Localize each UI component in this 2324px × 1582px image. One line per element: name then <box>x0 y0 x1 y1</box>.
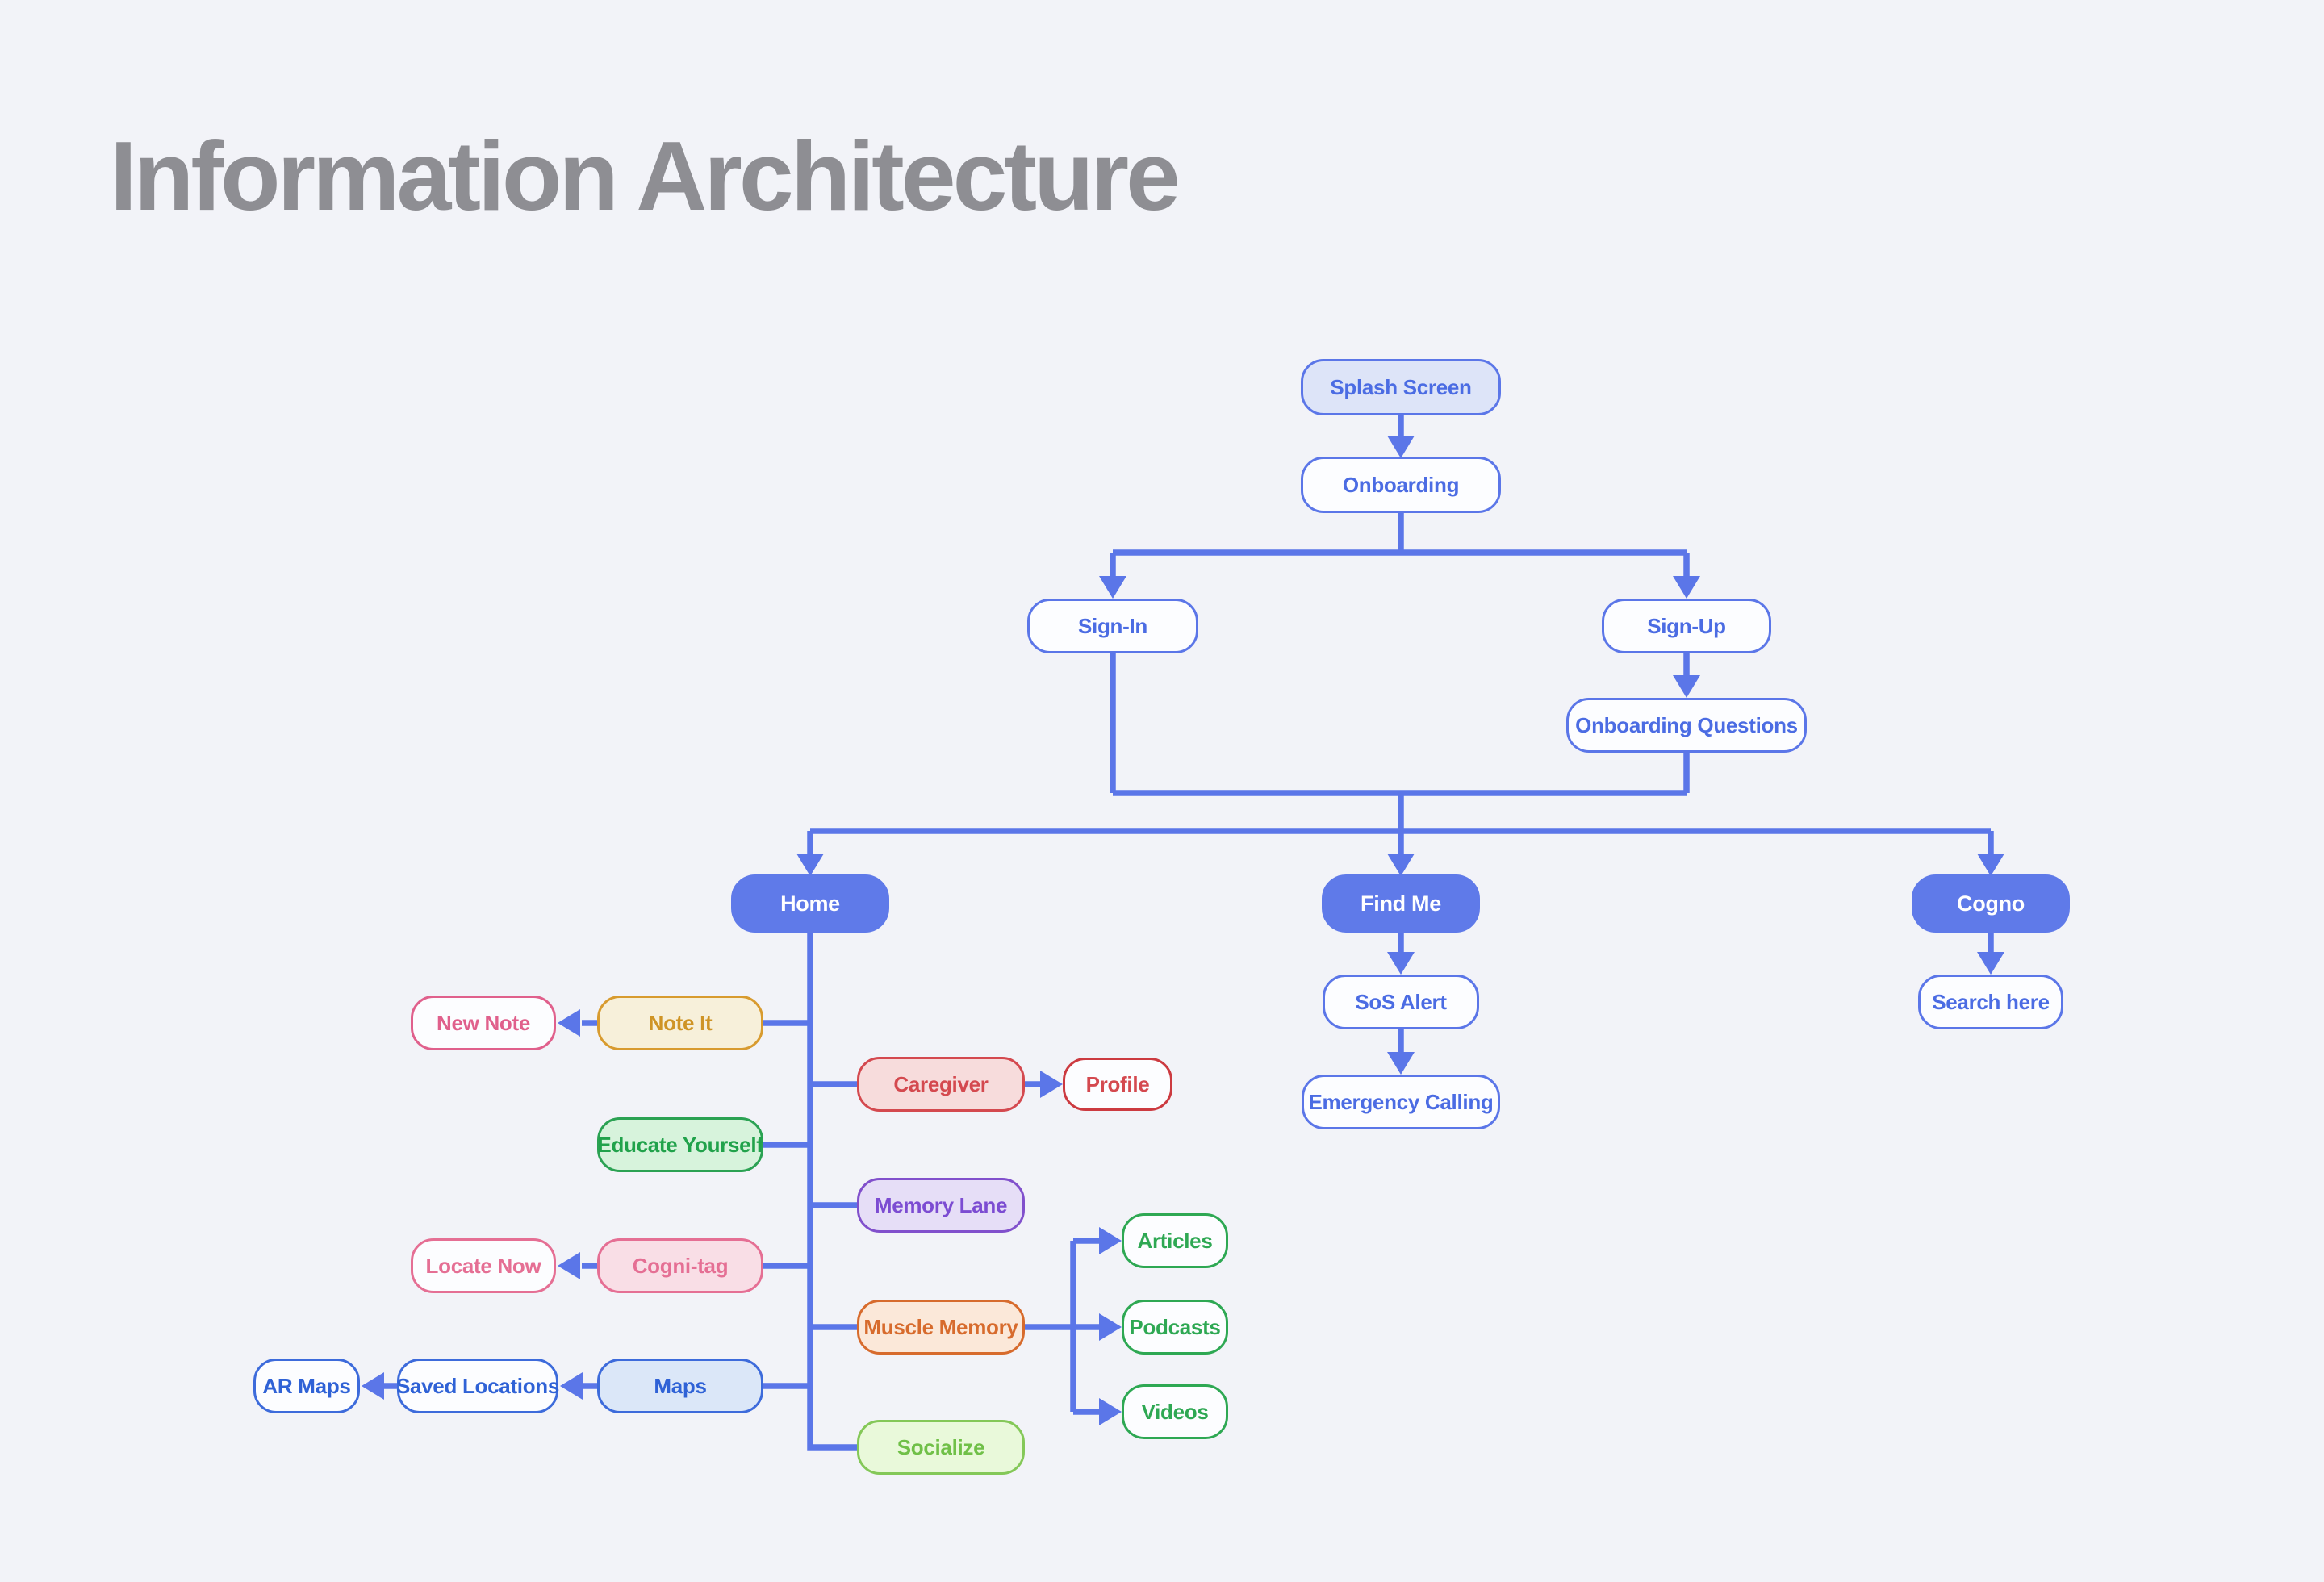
node-maps: Maps <box>597 1359 763 1413</box>
node-home: Home <box>731 874 889 933</box>
edge-top-flow <box>807 415 1994 855</box>
edge-side-arrows <box>384 1020 1101 1415</box>
node-sign-up: Sign-Up <box>1602 599 1771 653</box>
node-memory-lane: Memory Lane <box>857 1178 1025 1233</box>
node-locate-now: Locate Now <box>411 1238 556 1293</box>
node-cogni-tag: Cogni-tag <box>597 1238 763 1293</box>
node-sign-in: Sign-In <box>1027 599 1198 653</box>
node-saved-locations: Saved Locations <box>396 1359 559 1413</box>
node-find-me: Find Me <box>1322 874 1480 933</box>
node-muscle-memory: Muscle Memory <box>857 1300 1025 1355</box>
node-note-it: Note It <box>597 996 763 1050</box>
node-videos: Videos <box>1122 1384 1228 1439</box>
node-sos-alert: SoS Alert <box>1323 975 1479 1029</box>
node-profile: Profile <box>1063 1058 1172 1111</box>
node-educate-yourself: Educate Yourself <box>597 1117 763 1172</box>
node-socialize: Socialize <box>857 1420 1025 1475</box>
node-caregiver: Caregiver <box>857 1057 1025 1112</box>
node-ar-maps: AR Maps <box>253 1359 360 1413</box>
node-podcasts: Podcasts <box>1122 1300 1228 1355</box>
node-onboarding-questions: Onboarding Questions <box>1566 698 1807 753</box>
node-cogno: Cogno <box>1912 874 2070 933</box>
page-title: Information Architecture <box>110 121 1181 231</box>
arrowheads <box>362 436 2004 1425</box>
edge-home-trunk <box>763 931 857 1451</box>
node-new-note: New Note <box>411 996 556 1050</box>
node-onboarding: Onboarding <box>1301 457 1501 513</box>
node-search-here: Search here <box>1918 975 2063 1029</box>
edge-findme-cogno <box>1398 931 1994 1054</box>
node-emergency-calling: Emergency Calling <box>1302 1075 1500 1129</box>
node-splash-screen: Splash Screen <box>1301 359 1501 415</box>
node-articles: Articles <box>1122 1213 1228 1268</box>
